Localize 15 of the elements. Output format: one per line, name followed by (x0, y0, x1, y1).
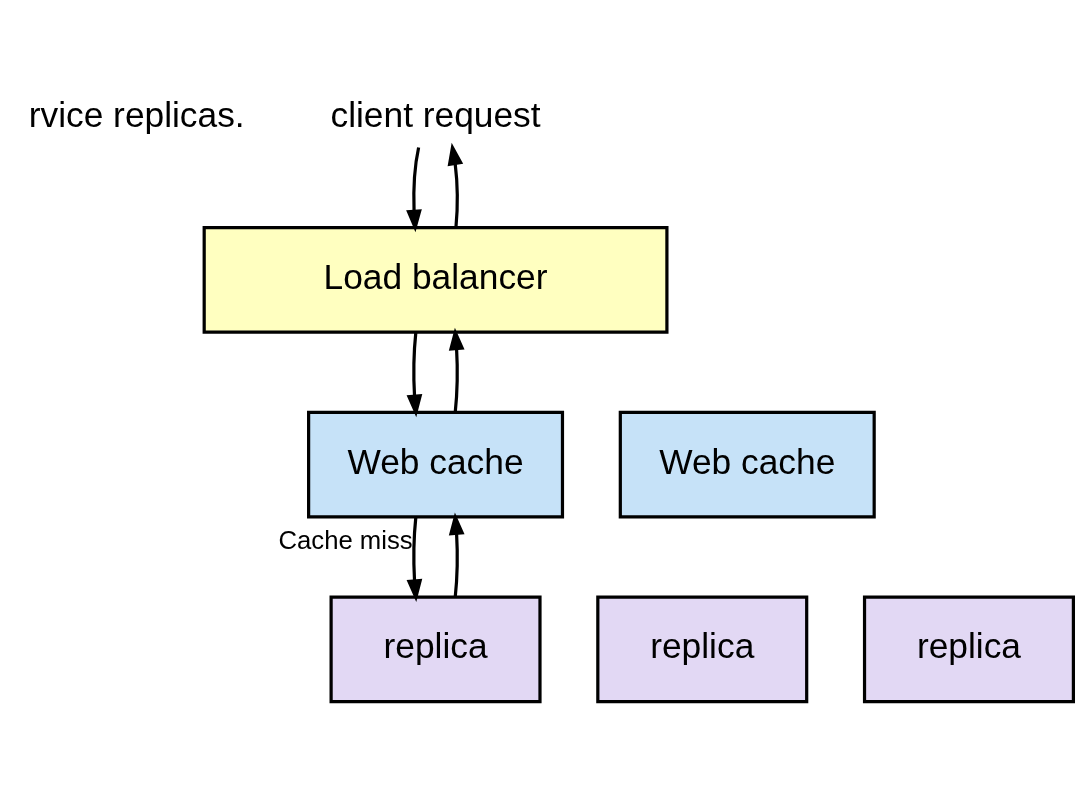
node-box: Load balancer (202, 226, 669, 334)
node-box: Web cache (618, 410, 876, 519)
node-box: replica (329, 595, 542, 704)
edge-label: Cache miss (278, 526, 413, 555)
node-text: client request (330, 95, 541, 135)
node-box: replica (596, 595, 809, 704)
arrow (448, 327, 465, 413)
arrow (406, 332, 423, 418)
arrow (447, 142, 464, 228)
label: rvice replicas. (28, 95, 245, 135)
arrow (406, 147, 422, 233)
arrow (448, 512, 465, 598)
node-box: replica (862, 595, 1075, 704)
arrow (406, 517, 423, 602)
node-box: Web cache (307, 410, 565, 519)
